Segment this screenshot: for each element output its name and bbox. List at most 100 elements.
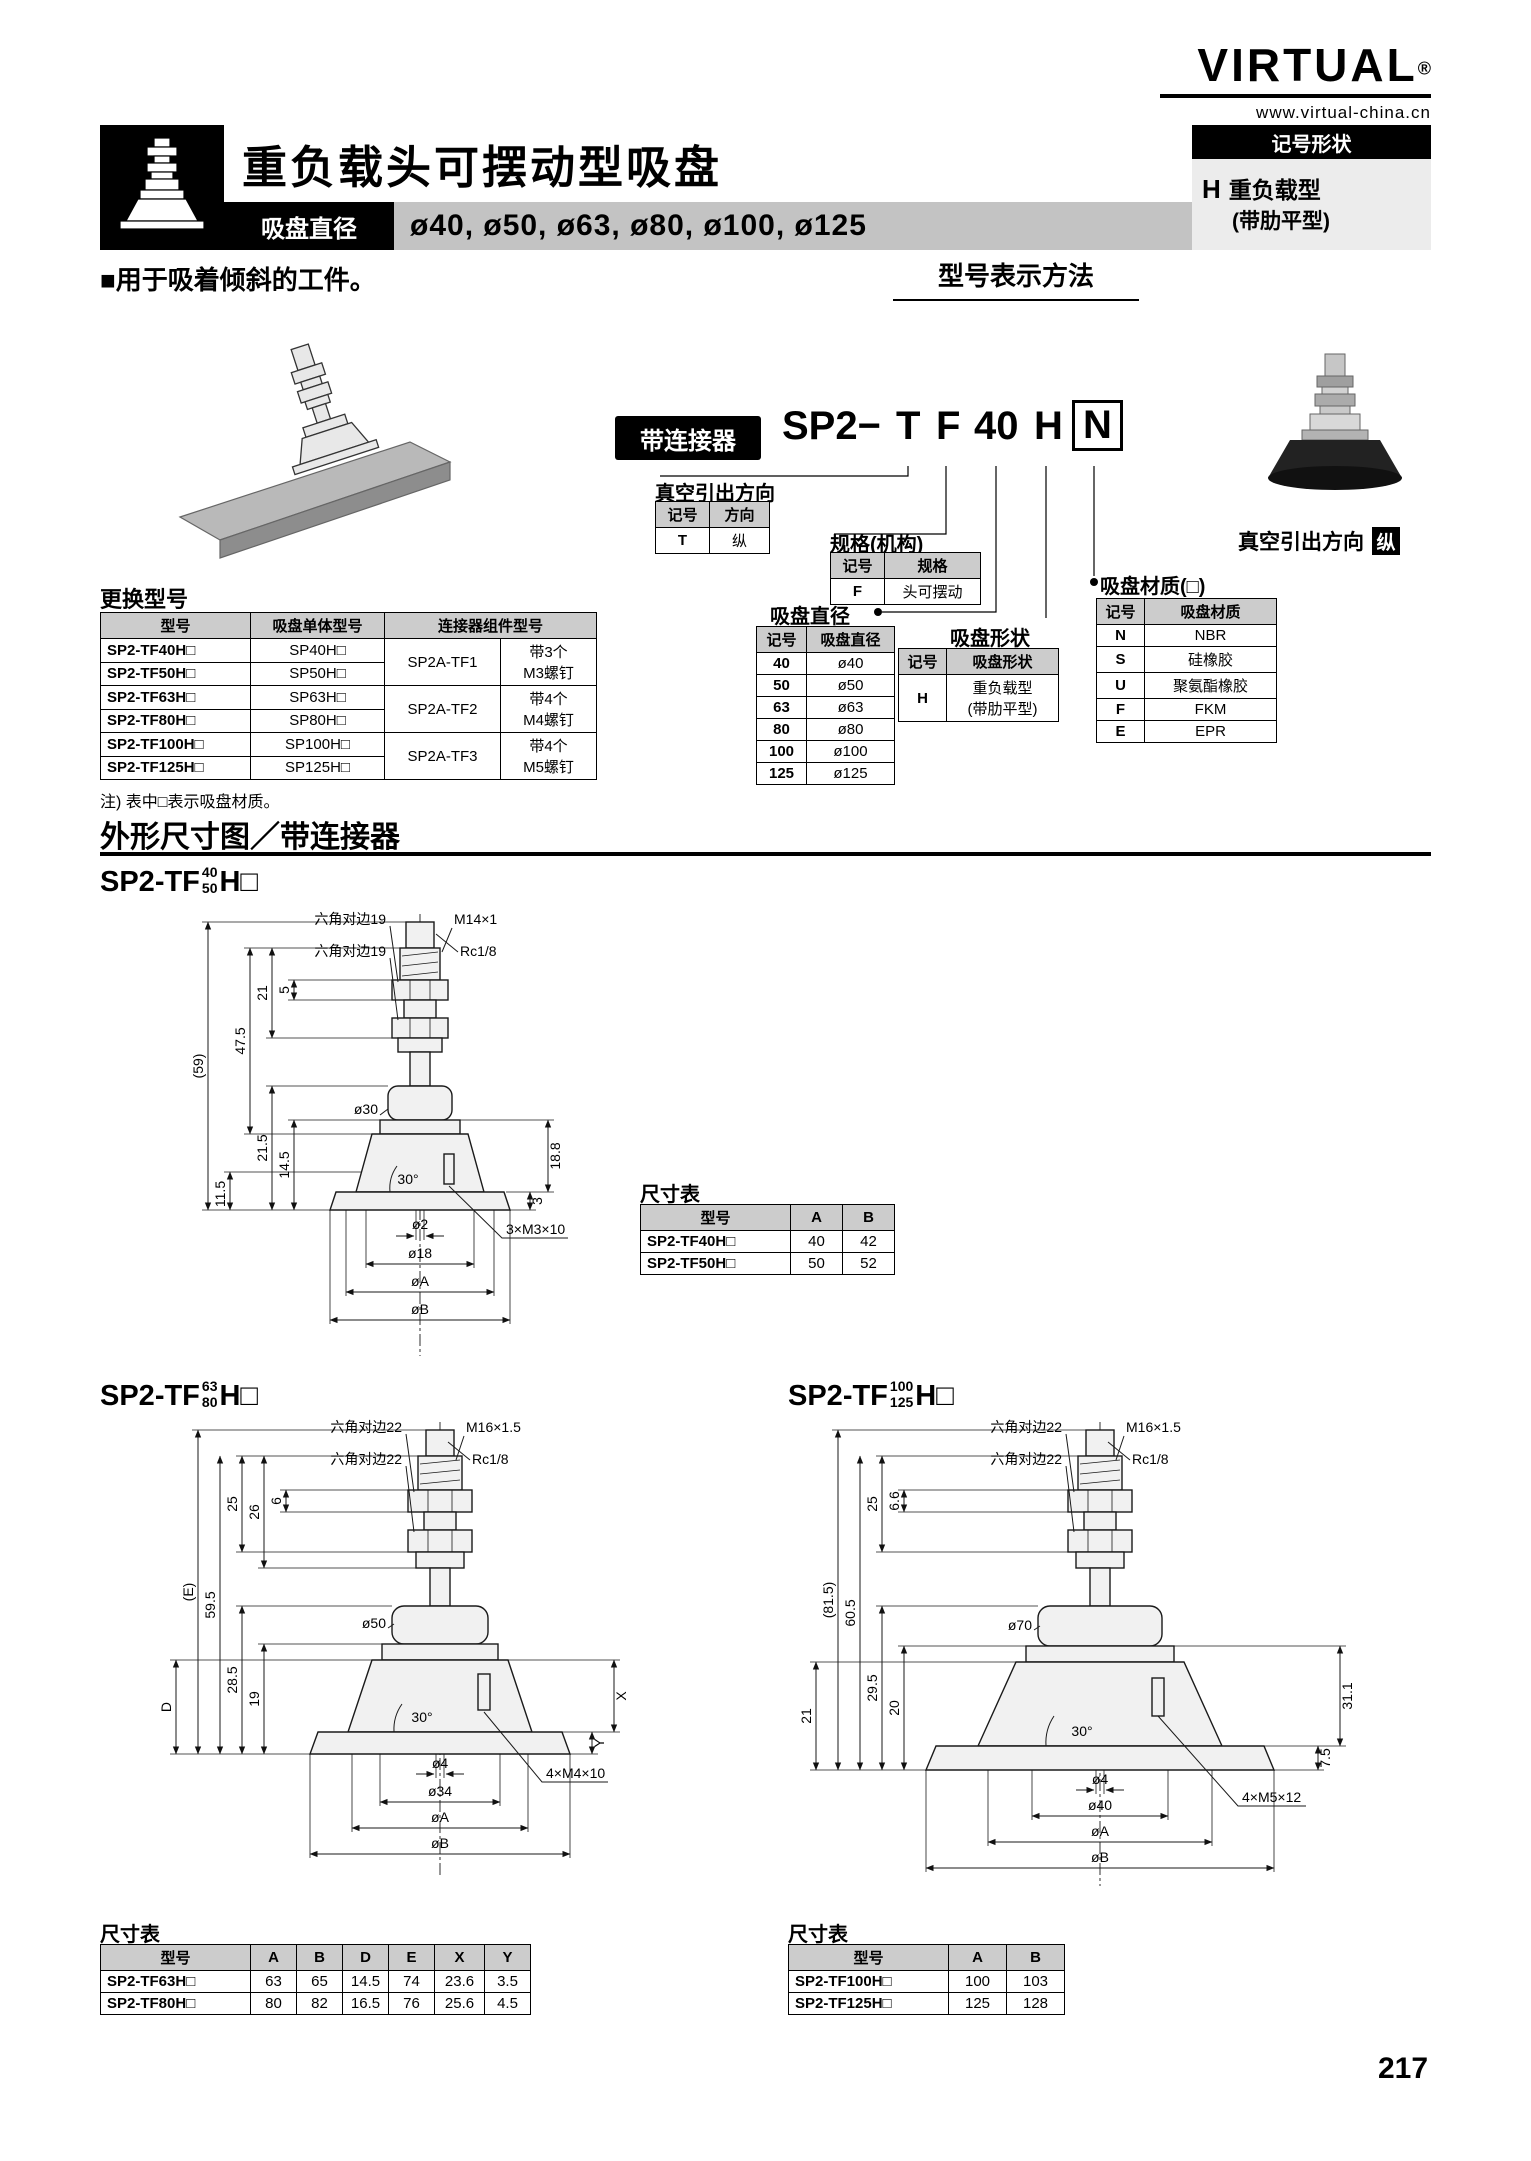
- vacuum-direction-title: 真空引出方向: [655, 483, 775, 505]
- dim-21-5: 21.5: [254, 1134, 270, 1161]
- dim-20: 20: [886, 1700, 902, 1716]
- shape-subname: (带肋平型): [1232, 210, 1330, 233]
- page-number: 217: [1378, 2052, 1429, 2085]
- photo-caption-text: 真空引出方向: [1238, 531, 1364, 554]
- model-prefix: SP2-TF: [100, 866, 200, 898]
- cell: H: [898, 674, 947, 722]
- cell: SP2A-TF3: [384, 732, 501, 780]
- header-cell: 型号: [100, 612, 251, 639]
- product-photo: [1268, 353, 1402, 490]
- cell: SP125H□: [250, 755, 385, 780]
- dim-table3-title: 尺寸表: [788, 1924, 848, 1946]
- pad-shape-table: 记号 吸盘形状 H 重负载型 (带肋平型): [898, 648, 1059, 722]
- header-cell: 型号: [788, 1944, 949, 1971]
- header-cell: 方向: [709, 501, 770, 528]
- dim-label-hex1: 六角对边22: [990, 1419, 1062, 1435]
- screw-note-line1: 带4个: [529, 691, 568, 708]
- tilted-workpiece-illustration: [178, 343, 452, 559]
- dim-X: X: [613, 1691, 629, 1701]
- drawing-sp2-tf40-50: 六角对边19 M14×1 六角对边19 Rc1/8 (59) 11.5 47.5…: [190, 911, 568, 1356]
- cell: 63: [250, 1970, 297, 1993]
- pad-material-title: 吸盘材质(□): [1100, 576, 1206, 598]
- dim-Y: Y: [591, 1738, 607, 1748]
- vacuum-direction-table: 记号 方向 T 纵: [655, 501, 770, 554]
- dim-11-5: 11.5: [212, 1181, 228, 1207]
- dimension-lines: [812, 1429, 1344, 1872]
- dim-label-hex1: 六角对边19: [314, 911, 386, 927]
- brand-logo: VIRTUAL: [1197, 39, 1418, 91]
- drawing2-heading: SP2-TF 63 80 H□: [100, 1378, 258, 1413]
- cell: 125: [756, 762, 807, 785]
- header-cell: 记号: [898, 648, 947, 675]
- header-cell: 吸盘单体型号: [250, 612, 385, 639]
- dim-dia4: ø4: [1092, 1771, 1109, 1787]
- header-product-icon-box: [100, 125, 224, 250]
- drawing-sp2-tf100-125: 六角对边22 M16×1.5 六角对边22 Rc1/8 21 (81.5) 60…: [798, 1419, 1355, 1886]
- cell: 50: [790, 1252, 843, 1275]
- cell-model: SP2-TF100H□: [788, 1970, 949, 1993]
- dim-26: 26: [246, 1504, 262, 1520]
- dim-dia40: ø40: [1088, 1797, 1112, 1813]
- cell: 76: [388, 1992, 435, 2015]
- dim-dia18: ø18: [408, 1245, 432, 1261]
- cell: 80: [756, 718, 807, 741]
- header-cell: 记号: [1096, 598, 1145, 625]
- size-bottom: 125: [889, 1393, 914, 1410]
- dim-label-port: Rc1/8: [1132, 1451, 1169, 1467]
- dim-diaB: øB: [1091, 1849, 1109, 1865]
- size-bottom: 50: [201, 879, 218, 896]
- size-stack: 63 80: [202, 1378, 218, 1410]
- dim-81-5: (81.5): [820, 1582, 836, 1619]
- cell-model: SP2-TF80H□: [100, 708, 251, 733]
- model-prefix: SP2-TF: [788, 1380, 888, 1412]
- extension-lines: [170, 1429, 620, 1858]
- dim-label-thread: M14×1: [454, 911, 497, 927]
- dimension-lines: [204, 921, 568, 1324]
- dim-14-5: 14.5: [276, 1151, 292, 1178]
- dim-dia70: ø70: [1008, 1617, 1032, 1633]
- cell: 4.5: [484, 1992, 531, 2015]
- cell: 25.6: [434, 1992, 485, 2015]
- dim-diaB: øB: [411, 1301, 429, 1317]
- cell: ø80: [806, 718, 895, 741]
- cell: F: [1096, 698, 1145, 721]
- intro-text: ■用于吸着倾斜的工件。: [100, 265, 376, 295]
- shape-name: 重负载型: [1228, 177, 1321, 203]
- workpiece-wedge: [178, 441, 452, 559]
- header-cell: A: [948, 1944, 1007, 1971]
- pad-diameter-title: 吸盘直径: [770, 606, 850, 628]
- cell: SP50H□: [250, 661, 385, 686]
- dim-diaA: øA: [411, 1273, 430, 1289]
- cell-model: SP2-TF40H□: [100, 638, 251, 663]
- dim-21: 21: [254, 985, 270, 1001]
- dim-19: 19: [246, 1691, 262, 1707]
- dim-47-5: 47.5: [232, 1027, 248, 1054]
- model-suffix: H□: [219, 1380, 258, 1412]
- cell: 40: [790, 1230, 843, 1253]
- cell-model: SP2-TF125H□: [788, 1992, 949, 2015]
- dim-25: 25: [864, 1496, 880, 1512]
- cell: 50: [756, 674, 807, 697]
- dim-6-6: 6.6: [886, 1491, 902, 1511]
- dim-table2: 型号 A B D E X Y SP2-TF63H□ 63 65 14.5 74 …: [100, 1944, 531, 2015]
- code-spec-f: F: [936, 404, 961, 448]
- cell: SP80H□: [250, 708, 385, 733]
- cell: ø125: [806, 762, 895, 785]
- cell: U: [1096, 672, 1145, 699]
- cell: 14.5: [342, 1970, 389, 1993]
- cell: 103: [1006, 1970, 1065, 1993]
- cell: 23.6: [434, 1970, 485, 1993]
- dim-label-hex1: 六角对边22: [330, 1419, 402, 1435]
- cell-model: SP2-TF40H□: [640, 1230, 791, 1253]
- cell: 100: [948, 1970, 1007, 1993]
- dim-31-1: 31.1: [1339, 1682, 1355, 1709]
- cell: 带4个 M4螺钉: [500, 685, 597, 733]
- pad-diameter-band-values: ø40, ø50, ø63, ø80, ø100, ø125: [394, 202, 1192, 250]
- cell: S: [1096, 646, 1145, 673]
- header-cell: B: [1006, 1944, 1065, 1971]
- dim-angle: 30°: [1071, 1723, 1092, 1739]
- cell: ø100: [806, 740, 895, 763]
- dim-label-thread: M16×1.5: [1126, 1419, 1181, 1435]
